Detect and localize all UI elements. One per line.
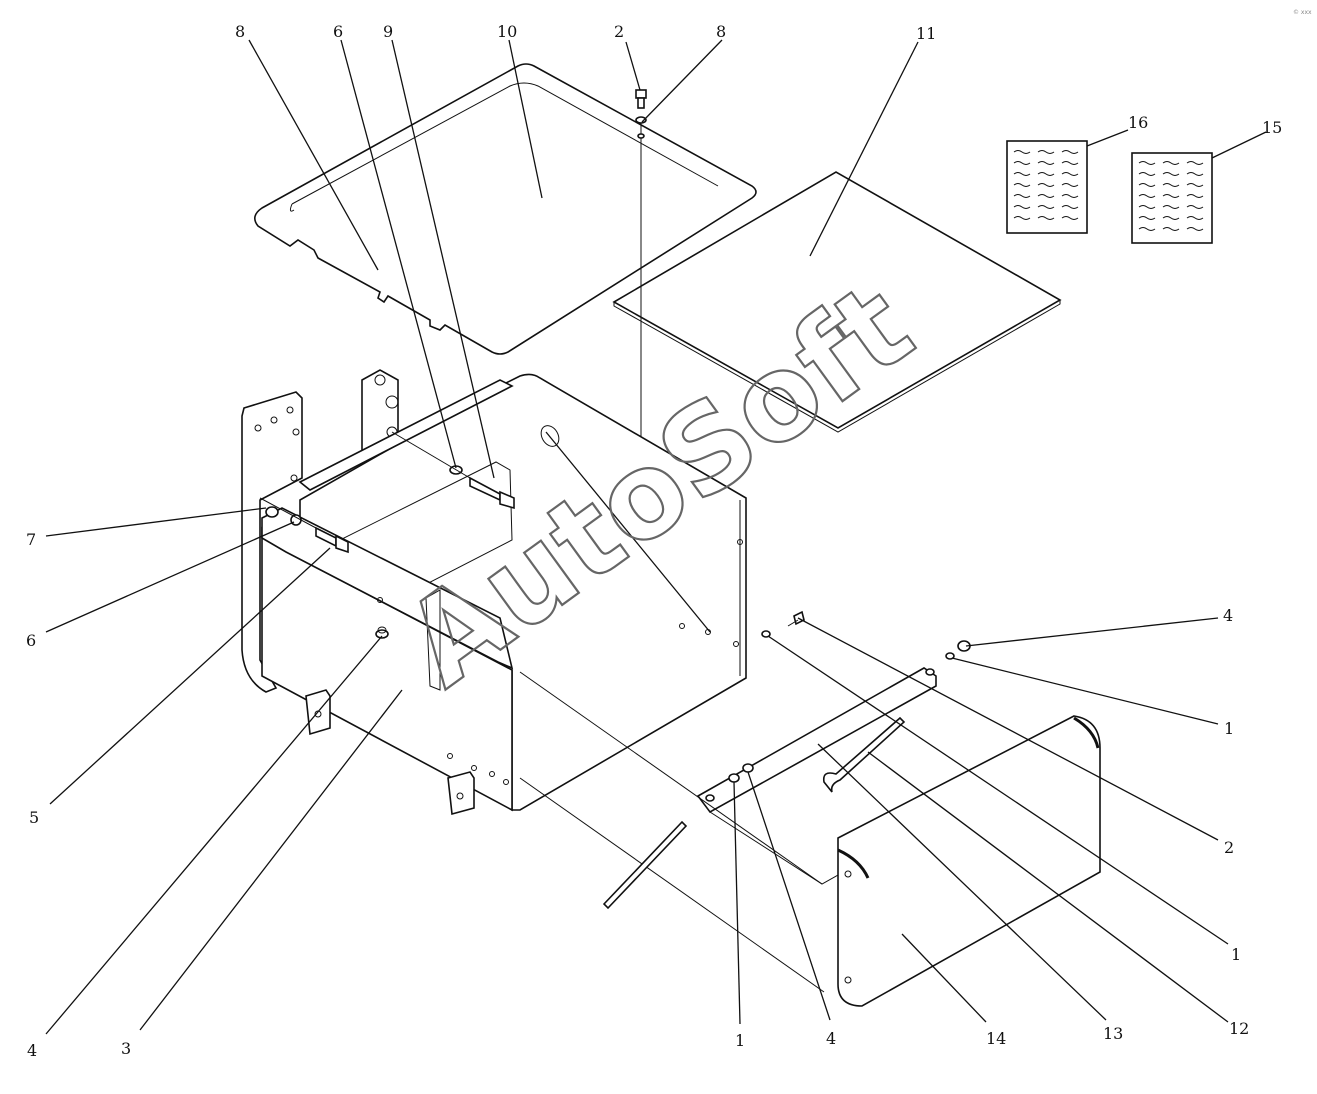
decal-text-mark xyxy=(1061,172,1079,176)
callout-6: 6 xyxy=(333,22,343,41)
bolt-5-assembly xyxy=(259,497,349,554)
callout-14: 14 xyxy=(986,1029,1006,1048)
callout-16: 16 xyxy=(1128,113,1148,132)
bolt-9-assembly xyxy=(391,431,515,510)
decal-text-mark xyxy=(1061,150,1079,154)
decal-text-mark xyxy=(1186,172,1204,176)
cover-plate xyxy=(254,63,757,355)
decal-text-mark xyxy=(1186,216,1204,220)
battery-cover-front xyxy=(519,715,1101,1007)
callout-12: 12 xyxy=(1229,1019,1249,1038)
decal-text-mark xyxy=(1138,183,1156,187)
callout-4: 4 xyxy=(1223,606,1233,625)
decal-text-mark xyxy=(1037,161,1055,165)
decal-text-mark xyxy=(1037,183,1055,187)
callout-labels: 8 6 9 10 2 8 11 16 15 7 6 5 4 3 4 1 2 1 … xyxy=(26,22,1282,1060)
callout-6: 6 xyxy=(26,631,36,650)
decal-text-mark xyxy=(1162,194,1180,198)
decal-text-mark xyxy=(1013,161,1031,165)
callout-5: 5 xyxy=(29,808,39,827)
callout-4: 4 xyxy=(27,1041,37,1060)
decal-text-mark xyxy=(1186,227,1204,231)
decal-text-mark xyxy=(1138,227,1156,231)
callout-3: 3 xyxy=(121,1039,131,1058)
callout-8: 8 xyxy=(235,22,245,41)
top-bolt-assembly xyxy=(635,89,647,450)
callout-10: 10 xyxy=(497,22,517,41)
decal-15 xyxy=(1131,152,1213,244)
decal-text-mark xyxy=(1138,172,1156,176)
decal-text-mark xyxy=(1013,194,1031,198)
decal-text-mark xyxy=(1061,161,1079,165)
decal-text-mark xyxy=(1061,183,1079,187)
decal-text-mark xyxy=(1061,205,1079,209)
decal-text-mark xyxy=(1061,194,1079,198)
decal-text-mark xyxy=(1186,194,1204,198)
decal-16 xyxy=(1006,140,1088,234)
right-fasteners xyxy=(761,610,971,660)
callout-8: 8 xyxy=(716,22,726,41)
decal-text-mark xyxy=(1037,216,1055,220)
decal-text-mark xyxy=(1037,194,1055,198)
decal-text-mark xyxy=(1186,161,1204,165)
decal-text-mark xyxy=(1186,183,1204,187)
insulation-sheet xyxy=(612,171,1062,433)
decal-text-mark xyxy=(1162,161,1180,165)
decal-text-mark xyxy=(1037,172,1055,176)
decal-text-mark xyxy=(1013,150,1031,154)
drain-hose xyxy=(602,716,906,910)
battery-cover-top xyxy=(519,667,1051,885)
nut-front xyxy=(375,626,389,639)
decal-text-mark xyxy=(1162,172,1180,176)
decal-text-mark xyxy=(1138,161,1156,165)
decal-text-mark xyxy=(1138,205,1156,209)
decal-text-mark xyxy=(1138,216,1156,220)
callout-7: 7 xyxy=(26,530,36,549)
decal-text-mark xyxy=(1037,150,1055,154)
decal-text-mark xyxy=(1013,216,1031,220)
callout-2: 2 xyxy=(1224,838,1234,857)
callout-11: 11 xyxy=(916,24,936,43)
decal-text-mark xyxy=(1061,216,1079,220)
callout-1: 1 xyxy=(1231,945,1241,964)
callout-9: 9 xyxy=(383,22,393,41)
callout-4: 4 xyxy=(826,1029,836,1048)
battery-box xyxy=(261,373,747,816)
decal-text-mark xyxy=(1013,172,1031,176)
decal-text-mark xyxy=(1162,227,1180,231)
decal-text-mark xyxy=(1138,194,1156,198)
callout-1: 1 xyxy=(1224,719,1234,738)
box-bracket-plate xyxy=(241,391,303,693)
decal-text-mark xyxy=(1162,205,1180,209)
decal-text-mark xyxy=(1013,205,1031,209)
decal-text-mark xyxy=(1162,216,1180,220)
callout-2: 2 xyxy=(614,22,624,41)
decal-text-mark xyxy=(1162,183,1180,187)
decal-text-mark xyxy=(1186,205,1204,209)
decal-text-mark xyxy=(1013,183,1031,187)
callout-13: 13 xyxy=(1103,1024,1123,1043)
callout-1: 1 xyxy=(735,1031,745,1050)
decal-text-mark xyxy=(1037,205,1055,209)
callout-15: 15 xyxy=(1262,118,1282,137)
corner-mark: © xxx xyxy=(1293,9,1312,16)
leader-lines xyxy=(45,39,1267,1035)
